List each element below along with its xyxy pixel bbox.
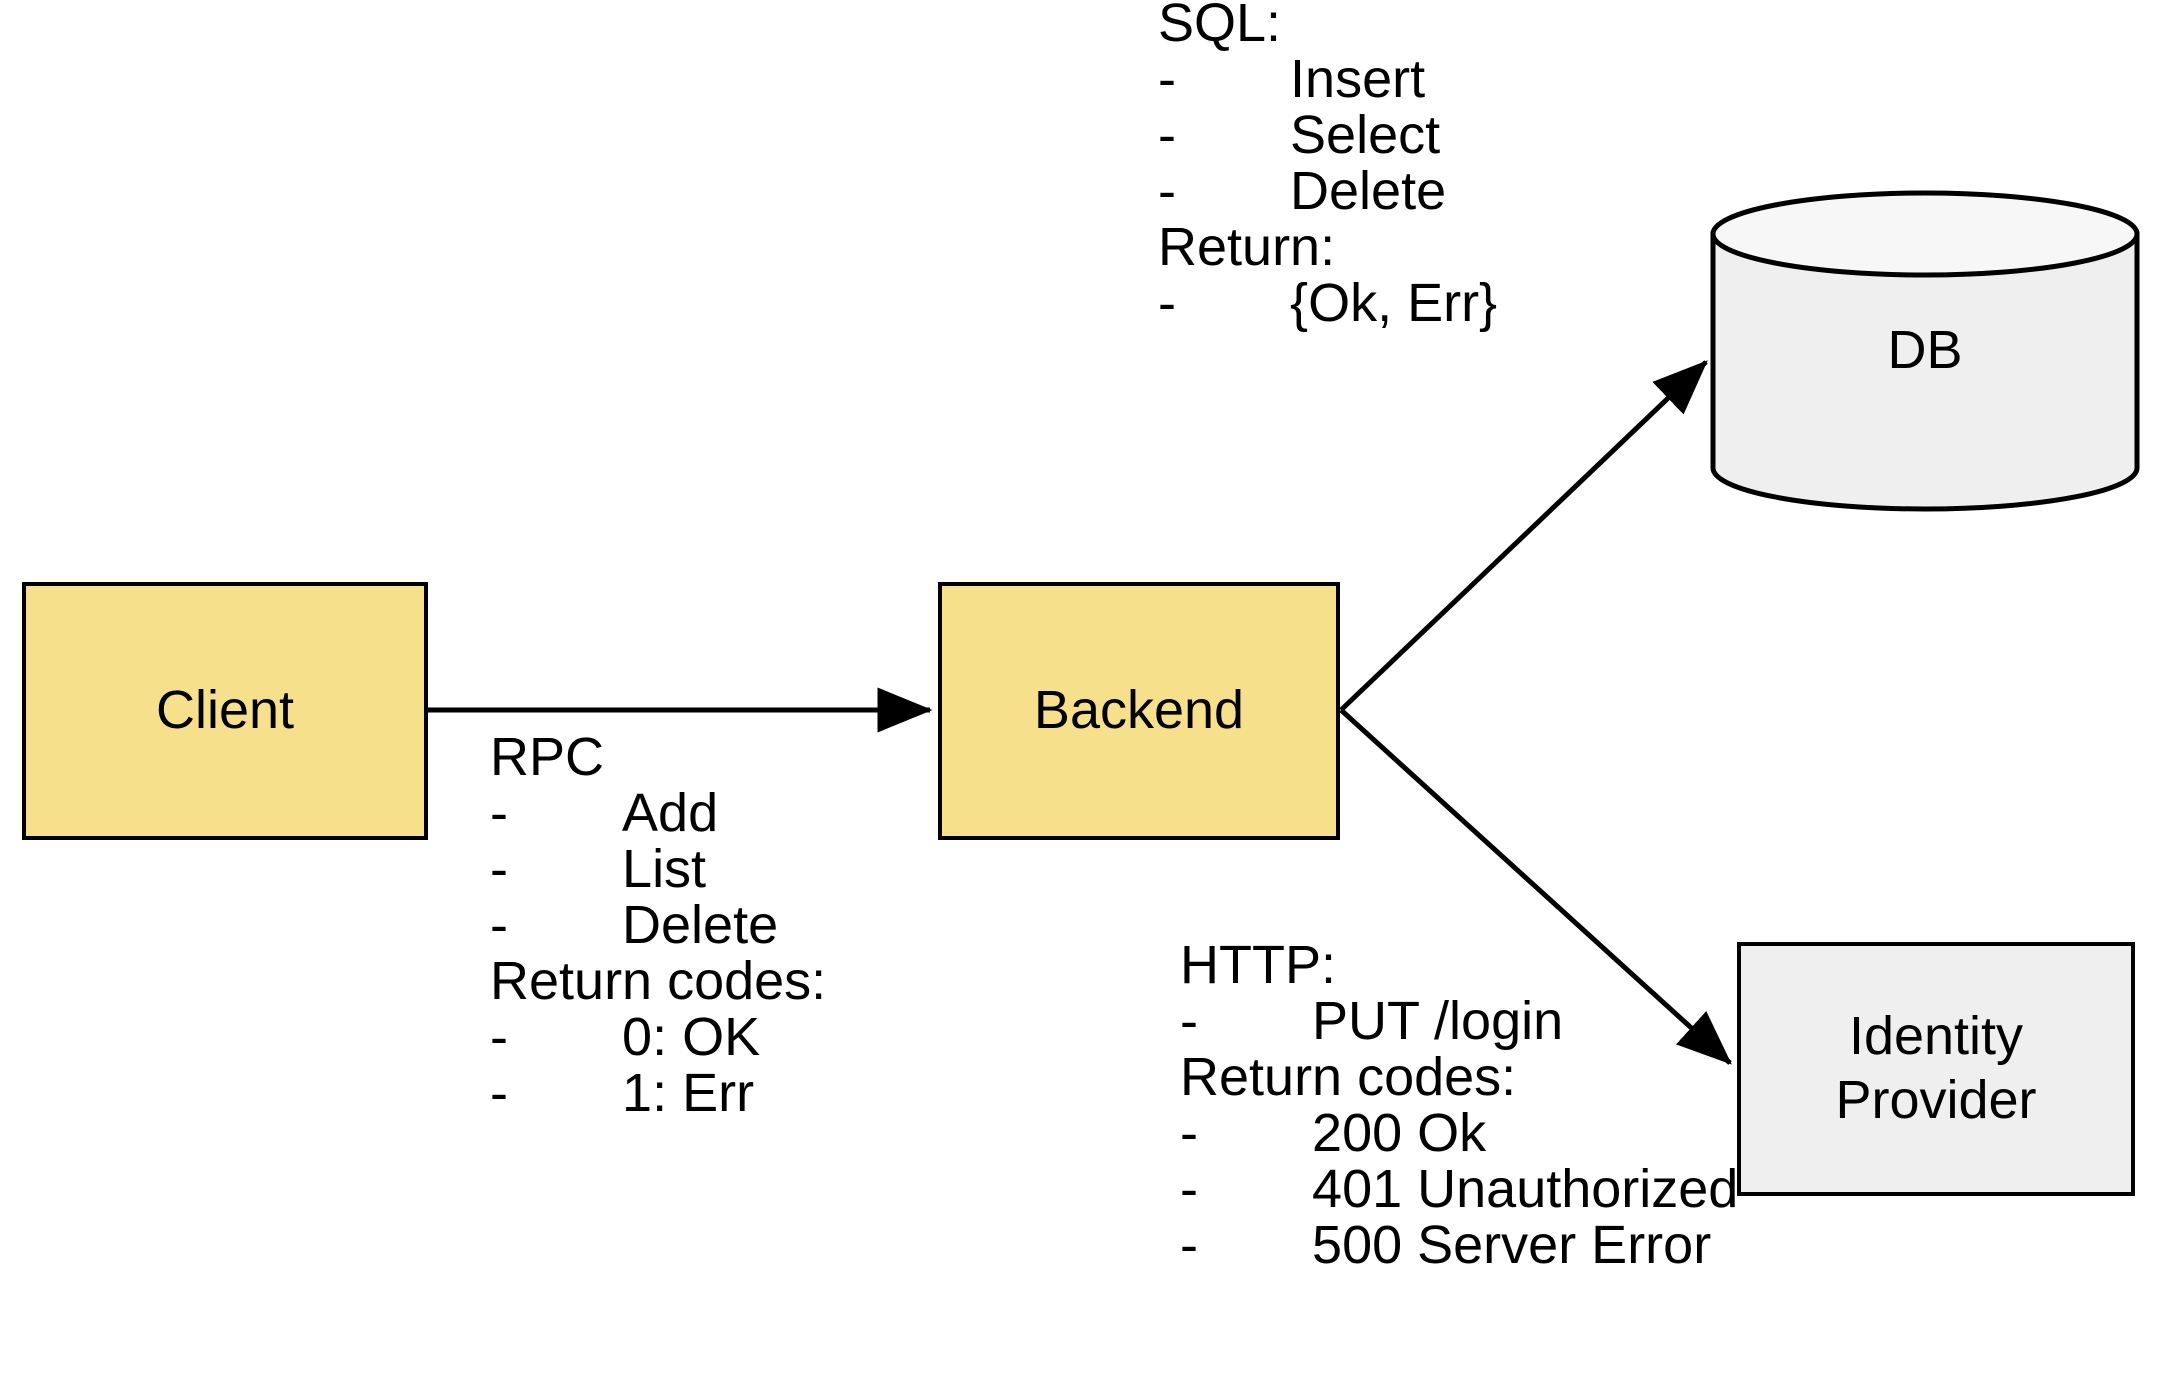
annotation-rpc-returns-header: Return codes: [490,951,827,1011]
node-backend-label: Backend [1033,680,1245,741]
edge-backend-to-db [1339,360,1708,712]
node-identity-provider[interactable]: Identity Provider [1737,942,2135,1196]
annotation-http-return-item: - 500 Server Error [1180,1218,1738,1274]
annotation-sql-item-label: Delete [1290,161,1447,221]
bullet-dash: - [490,1007,508,1067]
annotation-rpc-return-item: - 0: OK [490,1010,826,1066]
annotation-sql-item: - Select [1158,108,1497,164]
annotation-sql-item-label: Insert [1290,49,1426,109]
annotation-http-return-item: - 401 Unauthorized [1180,1162,1738,1218]
annotation-http-return-item: - 200 Ok [1180,1106,1738,1162]
node-db-label: DB [1887,320,1963,381]
annotation-sql-item: - Insert [1158,52,1497,108]
node-client[interactable]: Client [22,582,428,840]
annotation-http-header: HTTP: [1180,935,1336,995]
annotation-rpc-item-label: List [622,839,707,899]
annotation-http-return-label: 200 Ok [1312,1103,1487,1163]
annotation-sql-return-item: - {Ok, Err} [1158,276,1497,332]
bullet-dash: - [1180,991,1198,1051]
bullet-dash: - [1158,49,1176,109]
node-backend[interactable]: Backend [938,582,1340,840]
bullet-dash: - [490,839,508,899]
node-client-label: Client [155,680,295,741]
annotation-http: HTTP: - PUT /login Return codes: - 200 O… [1180,938,1738,1274]
node-db-label-wrap: DB [1710,190,2140,512]
annotation-sql-item: - Delete [1158,164,1497,220]
annotation-rpc-header: RPC [490,727,605,787]
bullet-dash: - [1158,105,1176,165]
annotation-http-item: - PUT /login [1180,994,1738,1050]
annotation-sql-item-label: Select [1290,105,1441,165]
annotation-rpc-item: - List [490,842,826,898]
bullet-dash: - [490,1063,508,1123]
node-db[interactable]: DB [1710,190,2140,512]
annotation-sql-returns-header: Return: [1158,217,1336,277]
bullet-dash: - [490,783,508,843]
node-identity-provider-label: Identity Provider [1835,1006,2037,1130]
annotation-sql-header: SQL: [1158,0,1282,53]
bullet-dash: - [1180,1103,1198,1163]
annotation-http-item-label: PUT /login [1312,991,1564,1051]
bullet-dash: - [1158,161,1176,221]
annotation-http-return-label: 401 Unauthorized [1312,1159,1739,1219]
cylinder-icon [1710,190,2140,512]
annotation-sql: SQL: - Insert - Select - Delete Return: … [1158,0,1497,332]
bullet-dash: - [1158,273,1176,333]
annotation-rpc: RPC - Add - List - Delete Return codes: … [490,730,826,1122]
annotation-rpc-item: - Delete [490,898,826,954]
annotation-rpc-item: - Add [490,786,826,842]
bullet-dash: - [490,895,508,955]
bullet-dash: - [1180,1215,1198,1275]
annotation-rpc-return-label: 0: OK [622,1007,761,1067]
annotation-http-return-label: 500 Server Error [1312,1215,1712,1275]
bullet-dash: - [1180,1159,1198,1219]
annotation-http-returns-header: Return codes: [1180,1047,1517,1107]
annotation-rpc-item-label: Delete [622,895,779,955]
annotation-rpc-return-item: - 1: Err [490,1066,826,1122]
annotation-rpc-item-label: Add [622,783,719,843]
annotation-rpc-return-label: 1: Err [622,1063,755,1123]
annotation-sql-return-label: {Ok, Err} [1290,273,1498,333]
